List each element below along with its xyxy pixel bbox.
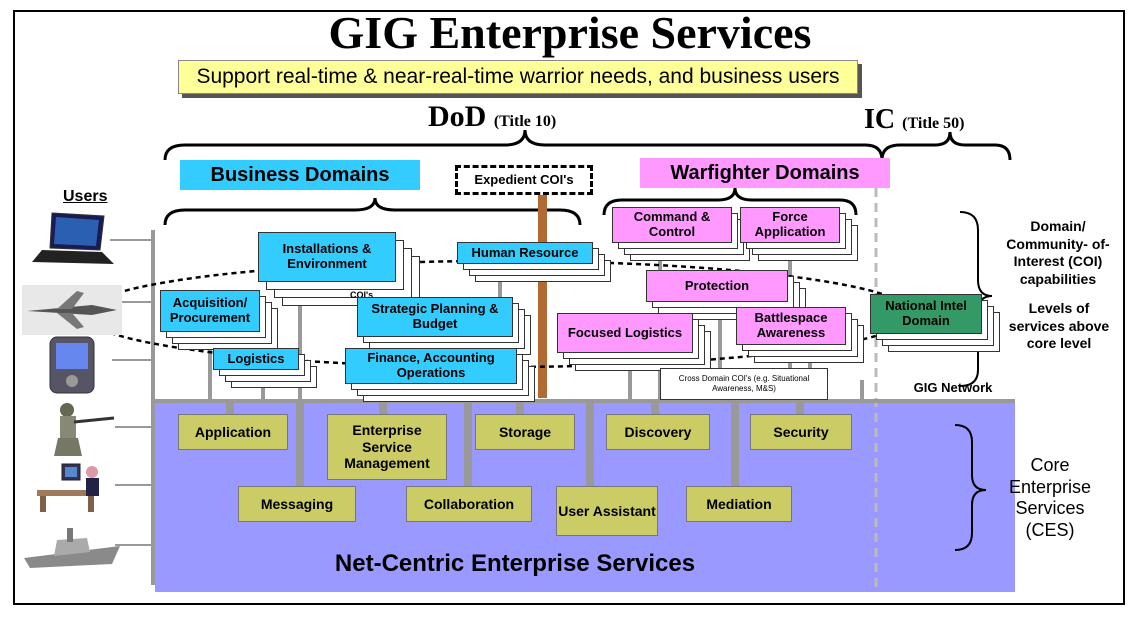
dod-title-ref: (Title 10) xyxy=(493,113,557,130)
net-centric-label: Net-Centric Enterprise Services xyxy=(334,550,696,577)
subtitle-banner: Support real-time & near-real-time warri… xyxy=(178,60,858,94)
diagram-title: GIG Enterprise Services xyxy=(328,7,812,58)
domain-brace xyxy=(959,211,993,387)
acquisition-procurement-label: Acquisition/ Procurement xyxy=(169,295,251,325)
battlespace-awareness-label: Battlespace Awareness xyxy=(754,310,828,340)
ic-heading: IC (Title 50) xyxy=(864,104,964,136)
human-resource-label: Human Resource xyxy=(471,244,579,260)
pda-icon xyxy=(49,336,95,394)
user-assistant-service: User Assistant xyxy=(556,486,658,536)
users-label: Users xyxy=(63,188,108,205)
levels-of-services-label: Levels of services above core level xyxy=(1008,300,1110,351)
expedient-pole xyxy=(538,192,547,398)
logistics-label: Logistics xyxy=(227,350,285,366)
gig-network-label: GIG Network xyxy=(913,380,993,395)
protection-label: Protection xyxy=(684,277,750,293)
mediation-service: Mediation xyxy=(686,486,792,522)
cois-label: COI's xyxy=(350,290,374,300)
ces-label: Core Enterprise Services (CES) xyxy=(1008,455,1092,540)
laptop-icon xyxy=(32,212,114,264)
ship-icon xyxy=(24,528,120,568)
ic-brace xyxy=(880,131,1012,161)
collaboration-service: Collaboration xyxy=(406,486,532,522)
force-application-label: Force Application xyxy=(754,209,826,239)
strategic-planning-label: Strategic Planning & Budget xyxy=(371,301,499,331)
soldier-icon xyxy=(54,403,115,456)
dod-brace xyxy=(163,129,884,161)
ic-title-ref: (Title 50) xyxy=(902,115,965,132)
application-service: Application xyxy=(178,414,288,450)
business-brace xyxy=(163,197,582,226)
security-service: Security xyxy=(750,414,852,450)
warfighter-domains-title: Warfighter Domains xyxy=(640,158,890,188)
warfighter-brace xyxy=(602,187,858,216)
dod-label: DoD xyxy=(428,100,487,133)
desk-worker-icon xyxy=(37,463,99,512)
dod-heading: DoD (Title 10) xyxy=(428,100,556,134)
national-intel-label: National Intel Domain xyxy=(885,298,967,328)
ces-brace xyxy=(954,424,987,551)
domain-coi-capabilities-label: Domain/ Community- of-Interest (COI) cap… xyxy=(1006,218,1110,287)
jet-aircraft-icon xyxy=(22,285,122,335)
enterprise-service-management: Enterprise Service Management xyxy=(327,414,447,480)
focused-logistics-label: Focused Logistics xyxy=(567,324,683,340)
finance-accounting-label: Finance, Accounting Operations xyxy=(367,350,495,380)
messaging-service: Messaging xyxy=(238,486,356,522)
discovery-service: Discovery xyxy=(606,414,710,450)
business-domains-title: Business Domains xyxy=(180,160,420,190)
command-control-label: Command & Control xyxy=(633,209,711,239)
expedient-cois-box: Expedient COI's xyxy=(455,165,593,195)
ces-drops xyxy=(226,401,804,488)
installations-environment-label: Installations & Environment xyxy=(282,241,372,271)
ic-label: IC xyxy=(864,104,896,135)
cross-domain-cois-box: Cross Domain COI's (e.g. Situational Awa… xyxy=(660,368,828,400)
storage-service: Storage xyxy=(475,414,575,450)
